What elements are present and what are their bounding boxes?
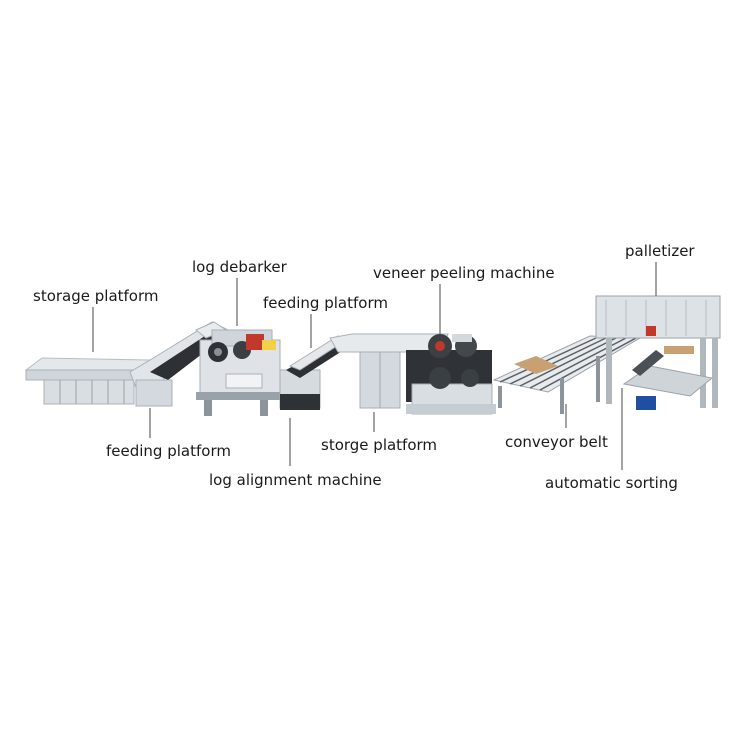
storage-platform-machine [24, 357, 152, 405]
label-conveyor-belt: conveyor belt [505, 433, 608, 451]
label-storge-platform: storge platform [321, 436, 438, 454]
palletizer-machine [595, 295, 721, 410]
label-feeding-platform-bottom: feeding platform [106, 442, 231, 460]
label-log-debarker: log debarker [192, 258, 287, 276]
conveyor-belt-machine [492, 335, 642, 414]
label-feeding-platform-top: feeding platform [263, 294, 388, 312]
log-debarker-machine [196, 329, 281, 416]
label-palletizer: palletizer [625, 242, 695, 260]
leader-lines [92, 262, 657, 470]
veneer-peeling-machine [406, 334, 496, 415]
label-storage-platform: storage platform [33, 287, 159, 305]
log-alignment-machine [279, 335, 350, 410]
label-log-alignment-machine: log alignment machine [209, 471, 382, 489]
label-veneer-peeling-machine: veneer peeling machine [373, 264, 555, 282]
label-automatic-sorting: automatic sorting [545, 474, 678, 492]
